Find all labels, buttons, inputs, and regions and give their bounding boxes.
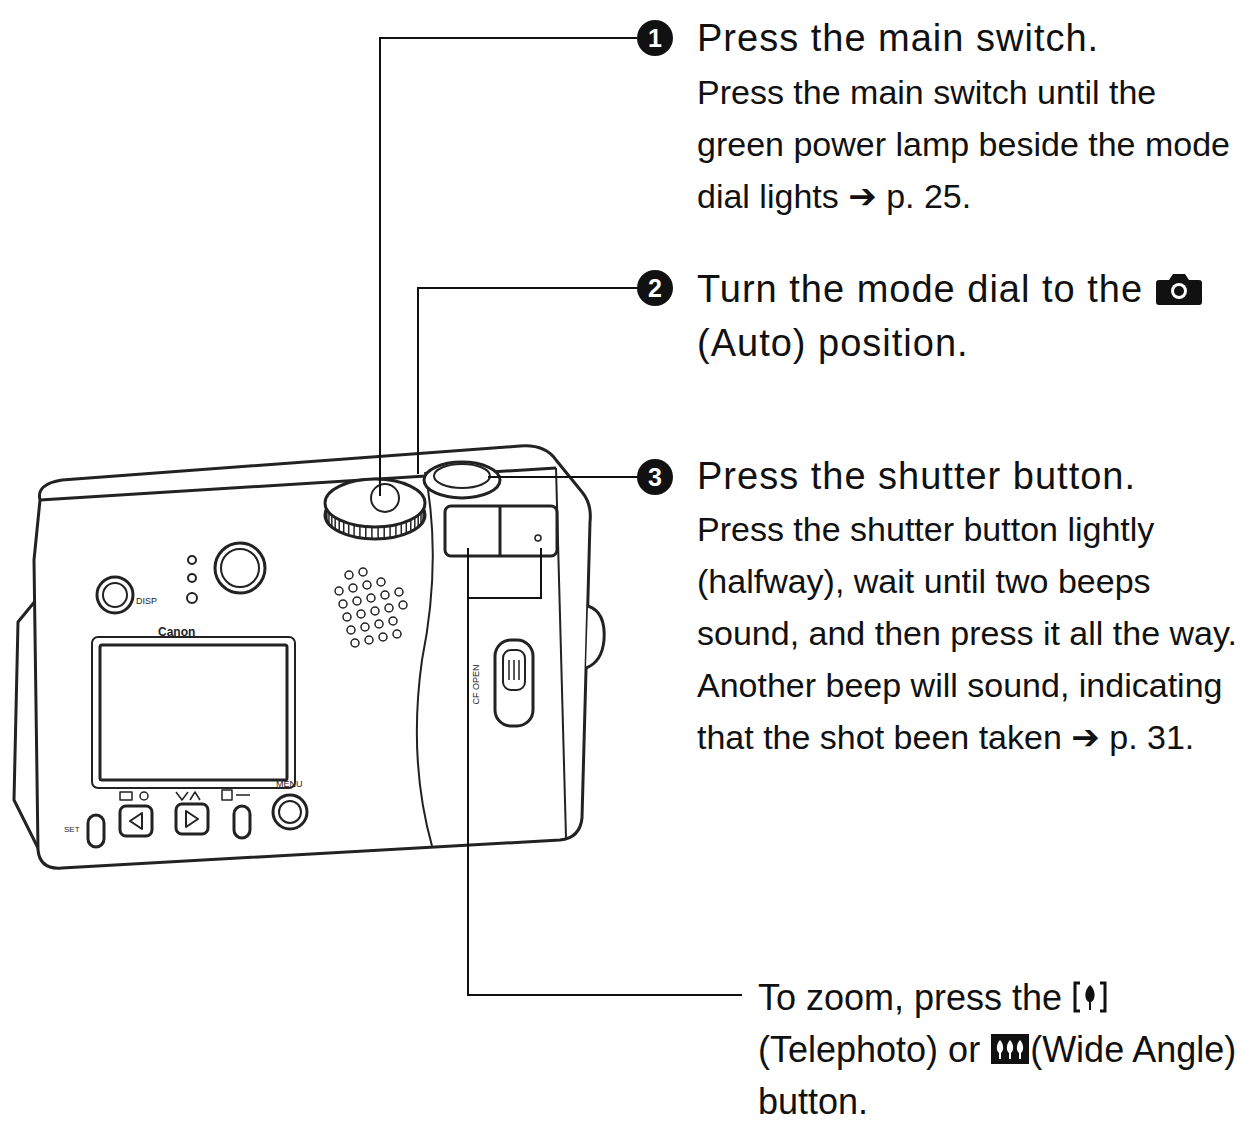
slider-label: CF OPEN — [472, 664, 481, 704]
step-heading: (Auto) position. — [697, 322, 969, 364]
step-heading: Turn the mode dial to the — [697, 268, 1143, 310]
step-heading: Press the shutter button. — [697, 450, 1245, 502]
wide-angle-icon — [990, 1032, 1030, 1066]
callout-number: 1 — [637, 20, 673, 56]
button-label: SET — [64, 826, 80, 834]
callout-digit: 2 — [648, 276, 662, 301]
leader-line — [380, 38, 637, 496]
zoom-text: (Telephoto) or — [758, 1029, 980, 1070]
callout-number: 2 — [637, 270, 673, 306]
step-text: Turn the mode dial to the (Auto) positio… — [697, 262, 1245, 370]
auto-mode-icon — [1155, 272, 1203, 306]
callout-digit: 1 — [648, 26, 662, 51]
leader-line — [468, 548, 541, 598]
telephoto-icon — [1072, 980, 1108, 1014]
step-body: Press the main switch until the green po… — [697, 66, 1247, 222]
leader-line — [488, 476, 637, 478]
zoom-text: To zoom, press the — [758, 977, 1062, 1018]
callout-number: 3 — [637, 459, 673, 495]
button-label: MENU — [276, 780, 303, 789]
zoom-note: To zoom, press the (Telephoto) or (Wide … — [758, 972, 1238, 1128]
step-heading: Press the main switch. — [697, 12, 1245, 64]
brand-logo: Canon — [158, 626, 195, 638]
step-body: Press the shutter button lightly (halfwa… — [697, 503, 1247, 763]
leader-line — [418, 288, 637, 474]
callout-digit: 3 — [648, 465, 662, 490]
button-label: DISP — [136, 597, 157, 606]
